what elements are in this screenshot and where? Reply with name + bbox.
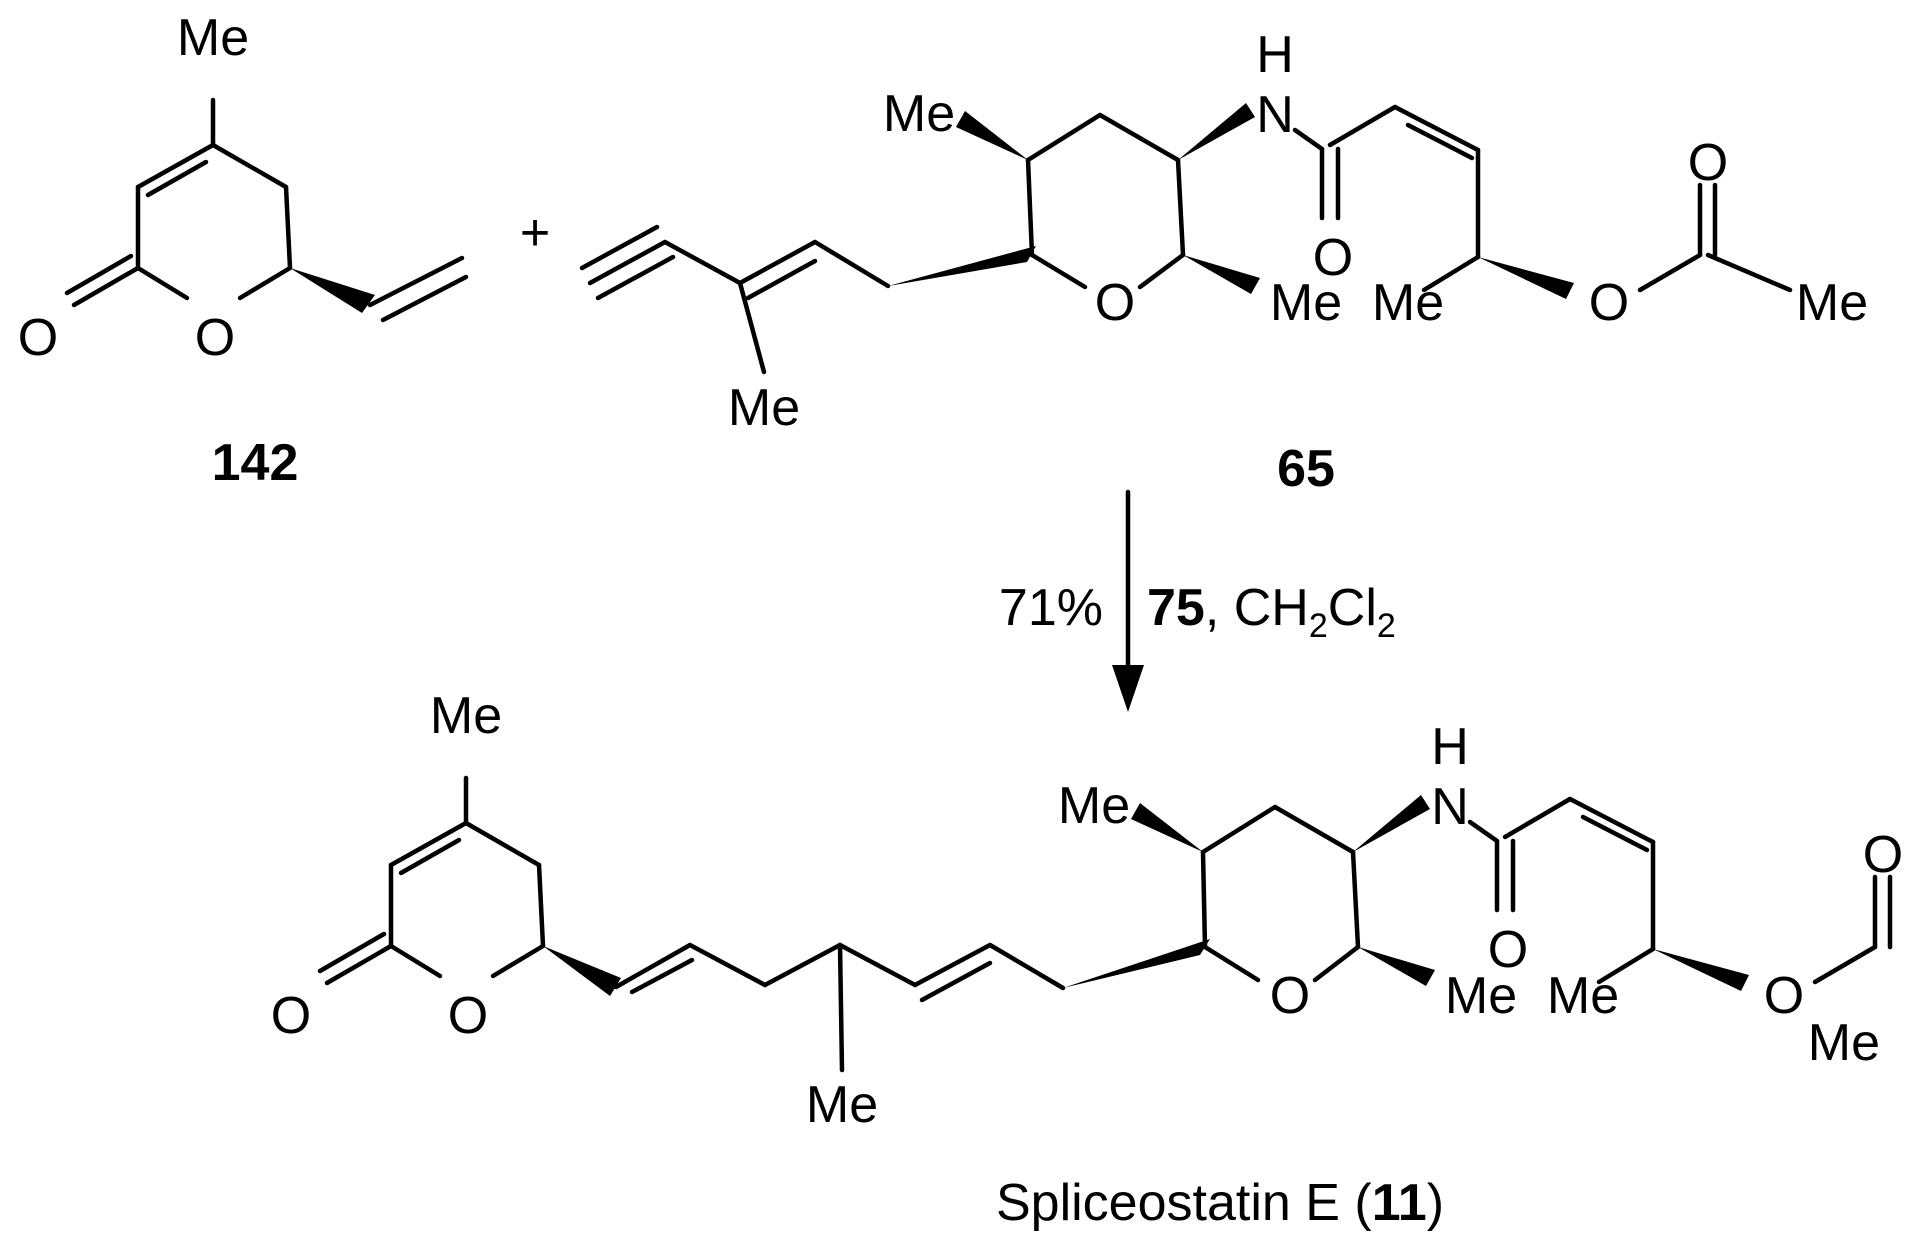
solvent-sub: 2: [1309, 607, 1328, 645]
atom-o: O: [1589, 274, 1629, 332]
atom-me: Me: [806, 1076, 878, 1134]
atom-me: Me: [1058, 777, 1130, 835]
atom-o: O: [1863, 826, 1903, 884]
atom-me: Me: [883, 85, 955, 143]
reaction-arrow: [1112, 489, 1144, 712]
compound-65-structure: [579, 103, 1793, 375]
product-structure: [317, 775, 1893, 1073]
atom-me: Me: [430, 687, 502, 745]
solvent-sub: 2: [1377, 607, 1396, 645]
atom-o: O: [1095, 274, 1135, 332]
yield-label: 71%: [999, 579, 1103, 637]
atom-o: O: [271, 987, 311, 1045]
atom-me: Me: [1808, 1014, 1880, 1072]
solvent-ch: CH: [1234, 579, 1309, 637]
atom-o: O: [1488, 921, 1528, 979]
atom-me: Me: [1547, 967, 1619, 1025]
atom-me: Me: [1270, 274, 1342, 332]
atom-o: O: [1764, 967, 1804, 1025]
catalyst-label: 75: [1147, 579, 1205, 637]
atom-me: Me: [1796, 274, 1868, 332]
atom-n: N: [1256, 86, 1294, 144]
atom-o: O: [18, 309, 58, 367]
atom-me: Me: [1372, 274, 1444, 332]
plus-sign: +: [520, 204, 550, 262]
atom-o: O: [448, 987, 488, 1045]
solvent-cl: Cl: [1328, 579, 1377, 637]
atom-me: Me: [177, 9, 249, 67]
atom-n: N: [1431, 778, 1469, 836]
compound-label-142: 142: [212, 434, 299, 492]
product-name: Spliceostatin E (11): [996, 1174, 1444, 1232]
compound-142-structure: [64, 97, 469, 323]
atom-h: H: [1431, 718, 1469, 776]
compound-label-65: 65: [1277, 440, 1335, 498]
atom-o: O: [1313, 229, 1353, 287]
atom-o: O: [1688, 134, 1728, 192]
product-name-prefix: Spliceostatin E (: [996, 1174, 1372, 1232]
atom-me: Me: [1445, 967, 1517, 1025]
atom-o: O: [1270, 967, 1310, 1025]
atom-h: H: [1256, 26, 1294, 84]
atom-me: Me: [728, 379, 800, 437]
conditions-label: 75, CH2Cl2: [1147, 579, 1396, 645]
atom-o: O: [195, 309, 235, 367]
conditions-separator: ,: [1205, 579, 1234, 637]
product-name-suffix: ): [1427, 1174, 1444, 1232]
product-label-11: 11: [1372, 1174, 1427, 1232]
